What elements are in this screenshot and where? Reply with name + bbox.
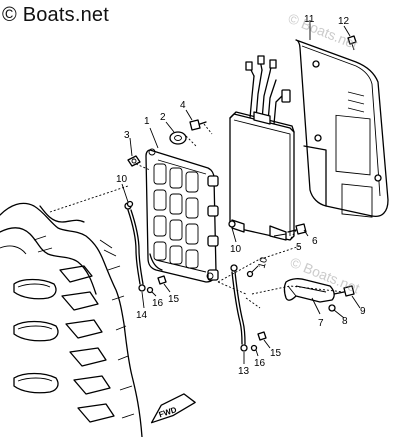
callout-11: 11 [304, 14, 315, 25]
cylinder-bore-2 [13, 320, 59, 342]
fastener-16a [146, 286, 154, 294]
callout-10-lower: 10 [257, 256, 271, 270]
electrical-cover [295, 39, 389, 218]
callout-labels: 1 2 3 4 5 6 7 8 9 10 10 10 11 12 13 14 1… [116, 14, 366, 377]
leader-lines [121, 20, 361, 364]
watermark-main: © Boats.net [2, 4, 109, 26]
screw-12 [347, 35, 357, 51]
callout-13: 13 [238, 366, 250, 377]
callout-7: 7 [318, 318, 324, 329]
callout-9: 9 [360, 306, 366, 317]
callout-12: 12 [338, 16, 350, 27]
cylinder-bore-3 [13, 372, 59, 394]
callout-16-upper: 16 [152, 298, 164, 309]
callout-6: 6 [312, 236, 318, 247]
fwd-arrow: FWD [150, 393, 196, 424]
alignment-lines [49, 123, 345, 309]
bolt-15b [257, 331, 267, 341]
bolt-4 [189, 119, 207, 131]
callout-15-upper: 15 [168, 294, 180, 305]
cylinder-bore-1 [13, 278, 57, 300]
fastener-16b [250, 344, 258, 352]
callout-5: 5 [296, 242, 302, 253]
ignition-unit [229, 55, 295, 241]
bolt-6 [287, 223, 307, 235]
engine-block [0, 202, 143, 437]
washer-10a [228, 220, 236, 228]
callout-10-upper: 10 [116, 174, 128, 185]
washer-10c [246, 270, 254, 278]
washer-10b [126, 200, 134, 208]
mounting-plate [145, 148, 219, 283]
callout-3: 3 [124, 130, 130, 141]
ground-lead-upper [124, 202, 146, 292]
washer-8 [328, 304, 336, 312]
grommet-3 [127, 155, 141, 167]
callout-8: 8 [342, 316, 348, 327]
callout-1: 1 [144, 116, 150, 127]
callout-4: 4 [180, 100, 186, 111]
bolt-15a [157, 275, 167, 285]
callout-16-lower: 16 [254, 358, 266, 369]
bolt-9 [333, 285, 355, 297]
callout-15-lower: 15 [270, 348, 282, 359]
callout-2: 2 [160, 112, 166, 123]
ground-lead-lower [230, 264, 248, 352]
grommet-2 [169, 131, 187, 145]
callout-10-middle: 10 [230, 244, 242, 255]
callout-14: 14 [136, 310, 148, 321]
